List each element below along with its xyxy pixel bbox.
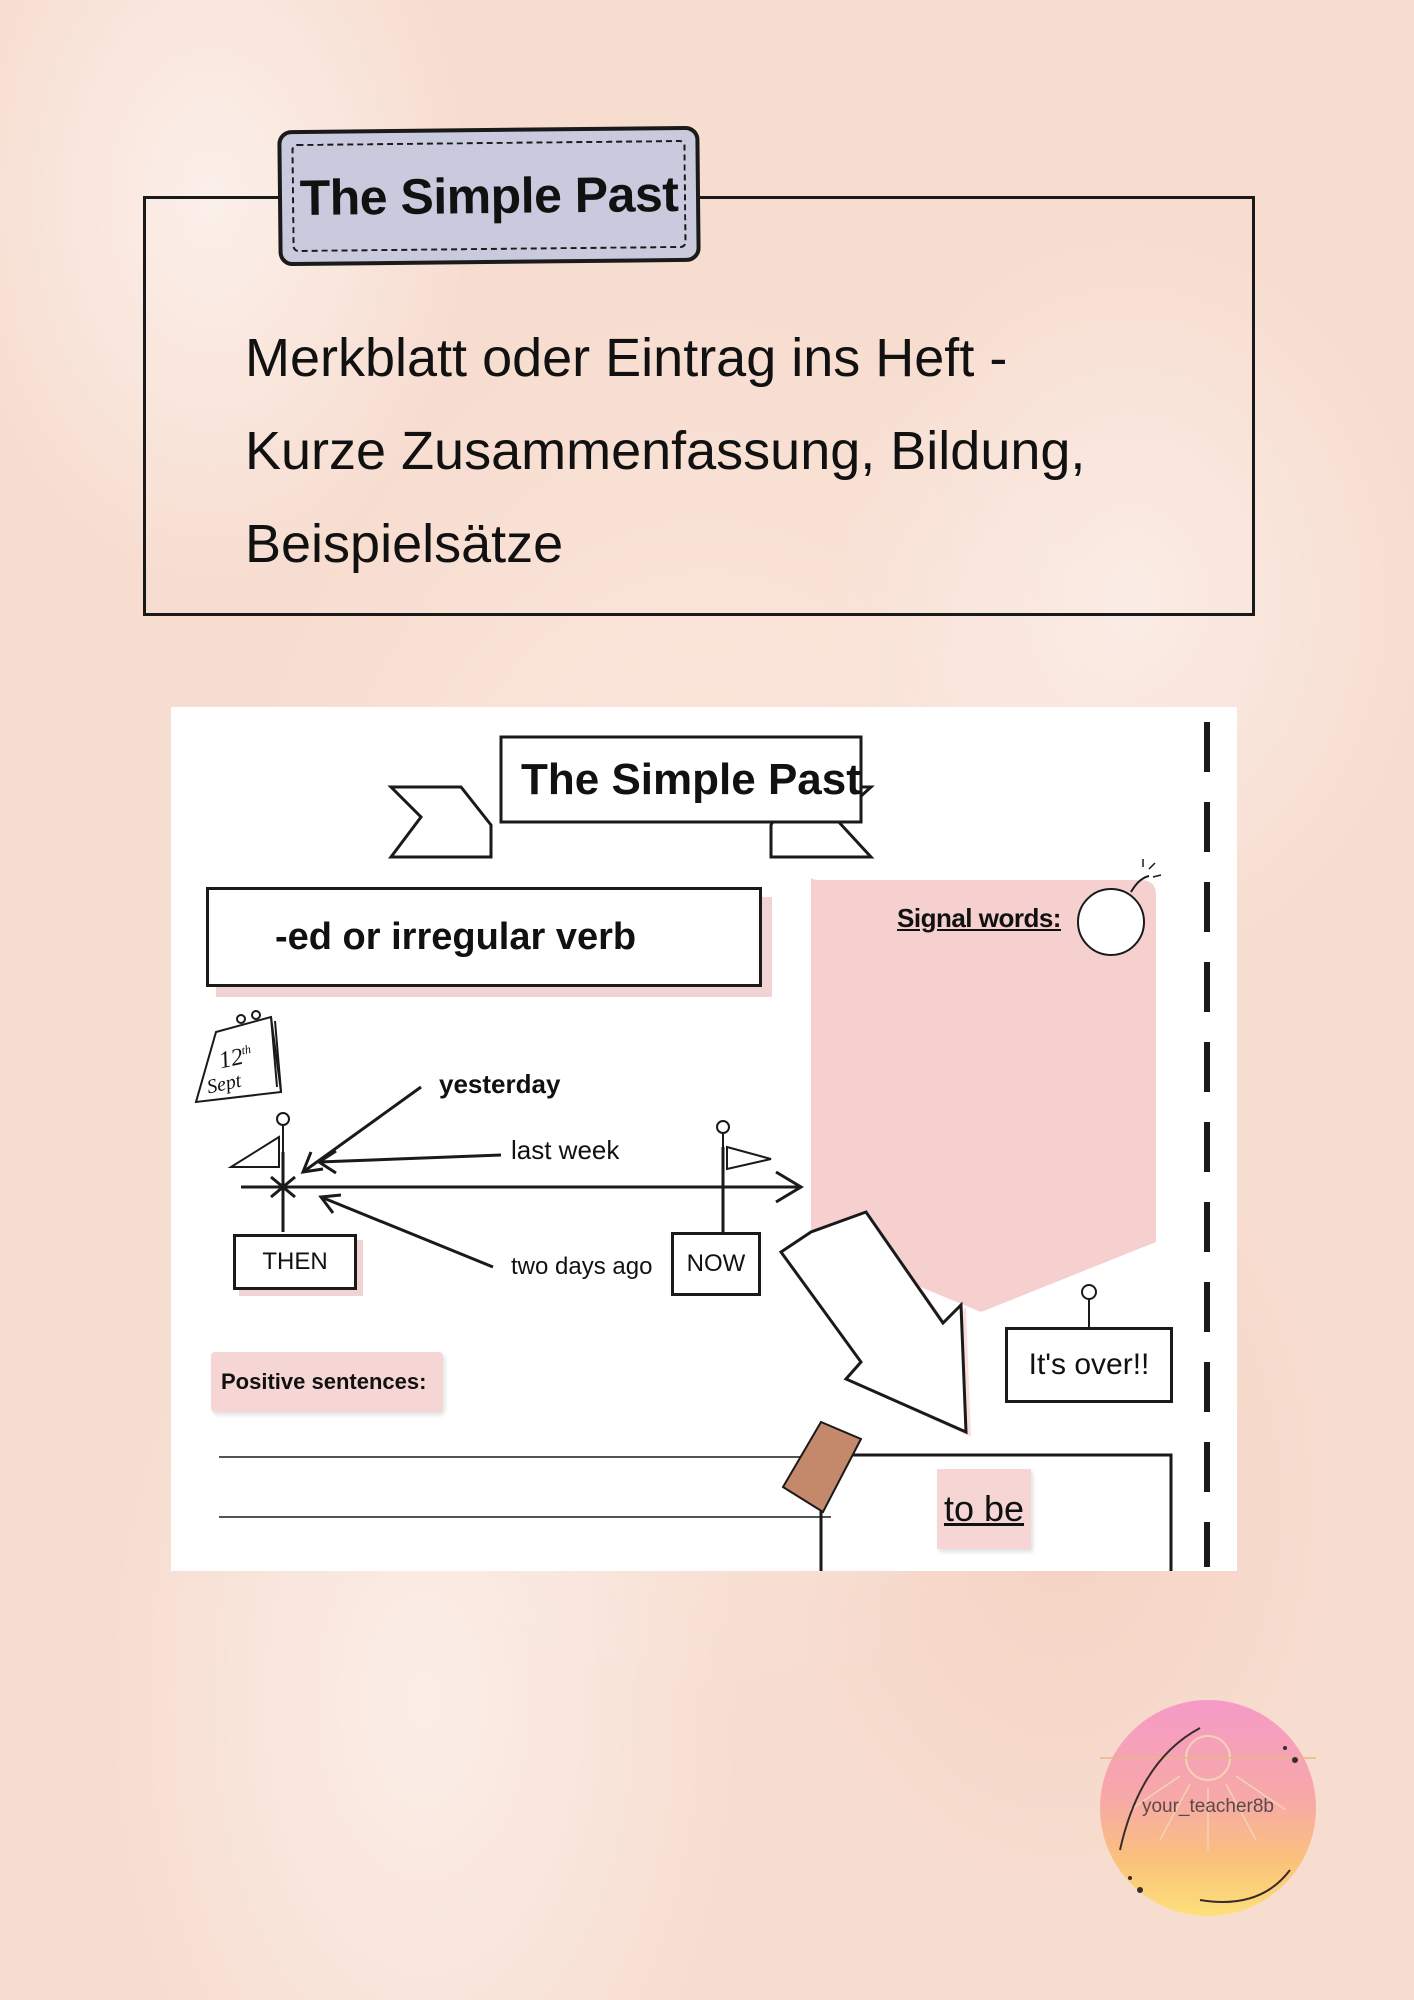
bomb-icon xyxy=(1077,859,1162,956)
tape-icon xyxy=(781,1420,863,1514)
timeline-arrow xyxy=(241,1147,804,1232)
creator-logo: your_teacher8b xyxy=(1100,1700,1316,1916)
now-flag-icon xyxy=(716,1120,772,1177)
page-title: The Simple Past xyxy=(299,166,679,226)
last-week-arrow xyxy=(316,1149,502,1175)
worksheet-preview: The Simple Past -ed or irregular verb Si… xyxy=(171,707,1237,1571)
two-days-ago-arrow xyxy=(318,1193,494,1269)
title-tag: The Simple Past xyxy=(277,125,701,267)
banner-ribbon xyxy=(387,735,875,859)
intro-line-2: Kurze Zusammenfassung, Bildung, xyxy=(245,421,1086,481)
big-arrow-icon xyxy=(778,1210,971,1437)
pin-icon xyxy=(1081,1284,1097,1327)
intro-line-1: Merkblatt oder Eintrag ins Heft - xyxy=(245,328,1008,388)
two-days-ago-label: two days ago xyxy=(511,1253,653,1280)
signal-words-shape xyxy=(811,877,1156,1312)
worksheet-drawing xyxy=(194,722,1210,1571)
positive-sentences-label: Positive sentences: xyxy=(211,1352,443,1412)
to-be-label: to be xyxy=(937,1469,1031,1549)
yesterday-label: yesterday xyxy=(439,1069,561,1099)
yesterday-arrow xyxy=(300,1085,422,1174)
signal-words-label: Signal words: xyxy=(897,903,1061,933)
calendar-icon xyxy=(194,1010,283,1104)
to-be-frame xyxy=(819,1453,1173,1571)
logo-text: your_teacher8b xyxy=(1141,1796,1275,1817)
sun-icon xyxy=(1100,1727,1316,1903)
last-week-label: last week xyxy=(511,1135,620,1165)
its-over-label: It's over!! xyxy=(1005,1327,1173,1403)
then-label: THEN xyxy=(233,1234,357,1290)
now-label: NOW xyxy=(671,1232,761,1296)
ed-box: -ed or irregular verb xyxy=(206,887,762,987)
intro-line-3: Beispielsätze xyxy=(245,514,564,574)
banner-title: The Simple Past xyxy=(521,755,861,804)
intro-text: Merkblatt oder Eintrag ins Heft - Kurze … xyxy=(245,312,1086,591)
then-flag-icon xyxy=(227,1112,290,1177)
